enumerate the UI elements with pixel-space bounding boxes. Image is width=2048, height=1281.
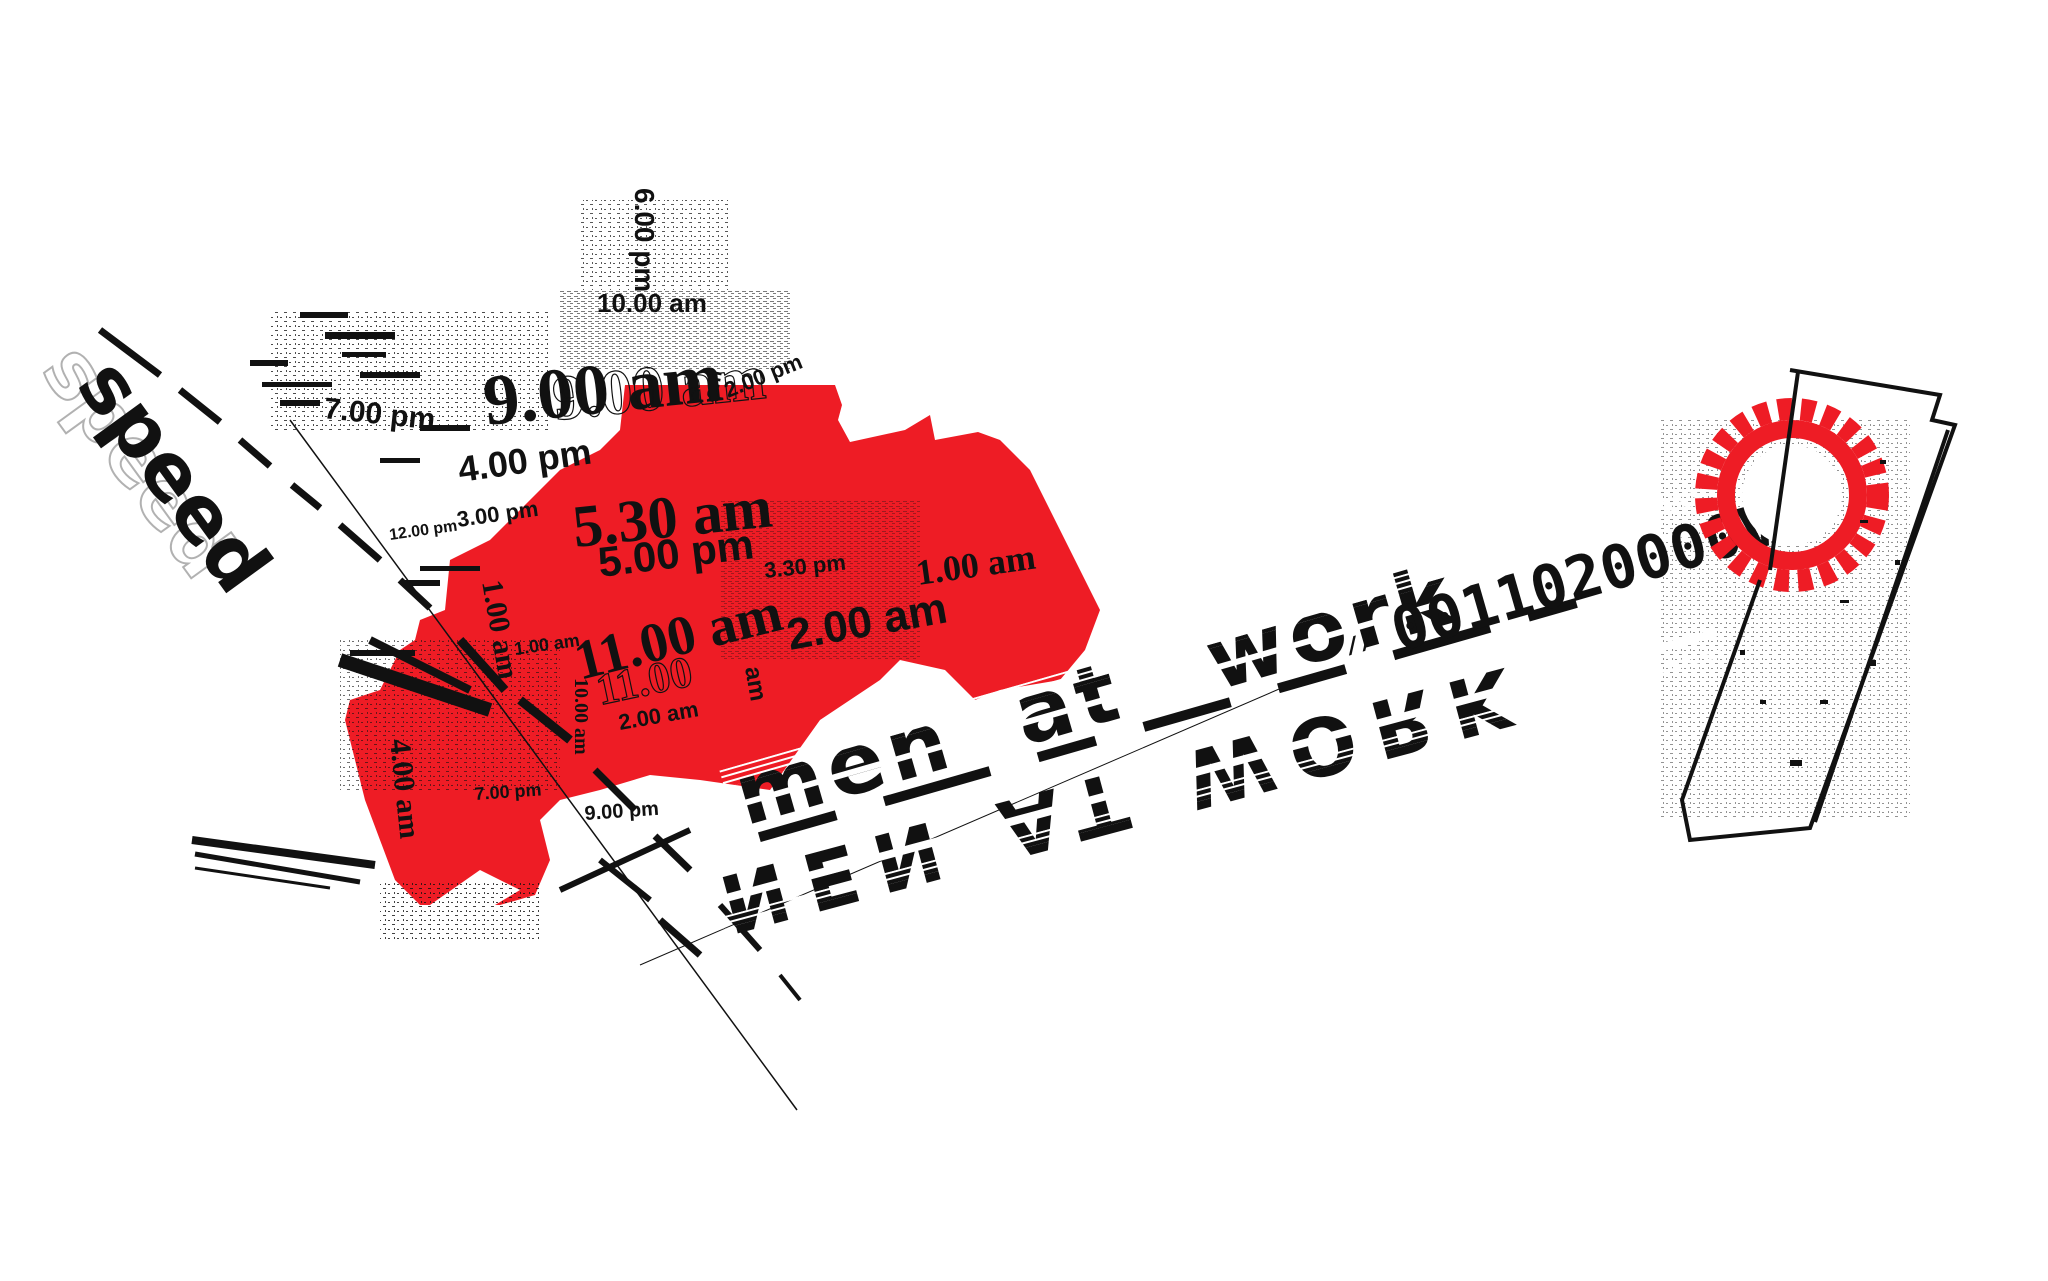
time-label: 6.00 pm — [629, 188, 660, 292]
crossing-strokes — [191, 636, 703, 958]
scratch-marks — [250, 312, 480, 656]
time-label: 9.00 pm — [584, 798, 660, 825]
time-label: 12.00 pm — [388, 518, 458, 544]
time-label: 10.00 am — [570, 678, 592, 755]
time-label: 7.00 pm — [474, 779, 542, 804]
time-label: 10.00 am — [597, 288, 707, 318]
time-stamp-cluster: 6.00 pm 10.00 am 2.00 pm am 7.00 pm 9.00… — [322, 188, 1038, 840]
time-label: am — [700, 369, 727, 401]
folded-card-frame — [1679, 368, 1958, 843]
time-label: am — [739, 664, 772, 703]
card-grain — [1740, 460, 1900, 766]
